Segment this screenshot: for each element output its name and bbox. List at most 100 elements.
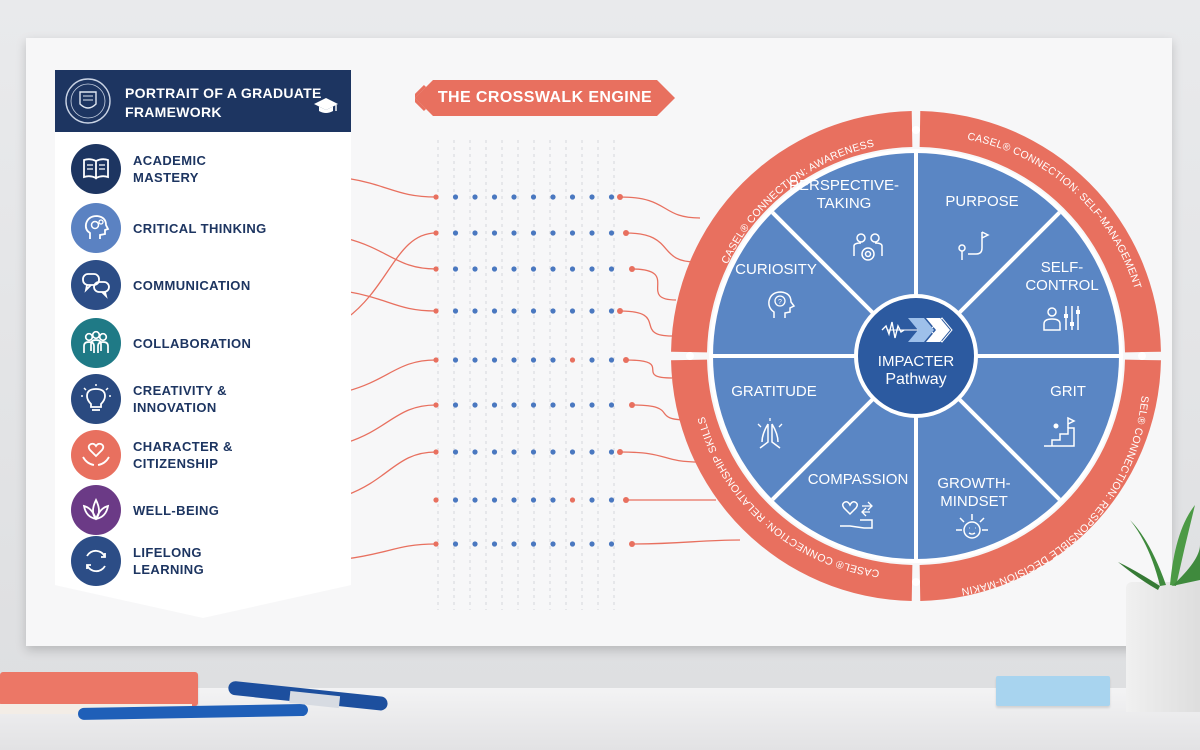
crosswalk-dot	[433, 541, 439, 547]
framework-item-badge	[71, 318, 121, 368]
crosswalk-dot	[511, 357, 517, 363]
crosswalk-dot	[472, 308, 478, 314]
link-curve	[625, 359, 673, 379]
framework-item: CREATIVITY & INNOVATION	[71, 374, 341, 424]
crosswalk-dot	[511, 266, 517, 272]
crosswalk-dot	[491, 308, 498, 314]
framework-header: PORTRAIT OF A GRADUATE FRAMEWORK	[55, 70, 351, 132]
crosswalk-dot	[472, 449, 478, 455]
framework-item-label: CRITICAL THINKING	[133, 220, 267, 236]
crosswalk-dot	[569, 266, 576, 272]
crosswalk-dot	[511, 402, 517, 408]
crosswalk-dot	[550, 541, 556, 547]
framework-item-label: WELL-BEING	[133, 502, 220, 518]
head-arrows-icon	[956, 514, 988, 539]
crosswalk-dot	[550, 402, 556, 408]
crosswalk-dot	[472, 402, 478, 408]
crosswalk-dot	[452, 194, 459, 200]
crosswalk-dot	[491, 194, 498, 200]
crosswalk-dot	[452, 541, 459, 547]
wheel-spoke	[771, 395, 877, 501]
crosswalk-dot	[608, 194, 615, 200]
crosswalk-dot	[608, 308, 615, 314]
people-target-icon	[853, 233, 883, 261]
crosswalk-dot	[530, 266, 537, 272]
book-icon	[83, 158, 109, 180]
link-curve	[625, 232, 697, 263]
crosswalk-dot	[530, 308, 537, 314]
framework-item: CRITICAL THINKING	[71, 203, 341, 253]
crosswalk-dot	[491, 449, 498, 455]
framework-item-label: COLLABORATION	[133, 335, 252, 351]
crosswalk-dot	[491, 266, 498, 272]
crosswalk-dot	[511, 230, 517, 236]
crosswalk-engine-banner: THE CROSSWALK ENGINE	[415, 80, 675, 116]
cycle-arrows-icon	[86, 549, 106, 573]
crosswalk-dot	[589, 449, 595, 455]
head-question-icon: ?	[768, 291, 796, 318]
crosswalk-dot	[589, 266, 595, 272]
segment-label: COMPASSION	[808, 471, 909, 488]
segment-label: GROWTH-MINDSET	[937, 475, 1010, 510]
crosswalk-dot	[589, 230, 595, 236]
framework-item-label: CHARACTER & CITIZENSHIP	[133, 439, 233, 471]
crosswalk-dot	[569, 449, 576, 455]
crosswalk-dot	[608, 497, 615, 503]
ring-joint-chev-left	[686, 352, 694, 360]
crosswalk-dot	[608, 449, 615, 455]
crosswalk-dot	[589, 194, 595, 200]
ring-joint-chev-bottom	[912, 578, 920, 586]
crosswalk-dot	[452, 230, 459, 236]
crosswalk-dot	[569, 230, 576, 236]
framework-item-badge	[71, 260, 121, 310]
crosswalk-dot	[491, 357, 498, 363]
ring-joint-chev-top	[912, 126, 920, 134]
head-gears-icon	[84, 215, 110, 239]
hub-title: IMPACTER	[878, 353, 955, 370]
crosswalk-dot	[472, 194, 478, 200]
crosswalk-dot	[608, 402, 615, 408]
lightbulb-icon	[81, 384, 111, 411]
framework-item-badge	[71, 485, 121, 535]
crosswalk-dot	[472, 266, 478, 272]
crosswalk-dot	[433, 308, 439, 314]
crosswalk-dot	[472, 541, 478, 547]
crosswalk-dot	[569, 357, 576, 363]
crosswalk-dot	[433, 266, 439, 272]
crosswalk-dot	[608, 357, 615, 363]
school-crest-icon	[65, 78, 111, 124]
link-curve	[631, 268, 677, 301]
framework-item-label: COMMUNICATION	[133, 277, 251, 293]
framework-item: ACADEMIC MASTERY	[71, 144, 341, 194]
crosswalk-dot	[433, 230, 439, 236]
segment-label: CURIOSITY	[735, 261, 817, 278]
crosswalk-dot	[550, 357, 556, 363]
link-curve	[631, 404, 689, 421]
ring-self-management	[919, 111, 1161, 353]
segment-label: SELF-CONTROL	[1025, 259, 1098, 294]
framework-item-label: LIFELONG LEARNING	[133, 545, 205, 577]
crosswalk-dot	[589, 308, 595, 314]
crosswalk-dot	[589, 402, 595, 408]
framework-item-badge	[71, 374, 121, 424]
wheel-spoke	[771, 211, 877, 317]
framework-title: PORTRAIT OF A GRADUATE FRAMEWORK	[125, 85, 322, 120]
wheel-spoke	[955, 395, 1061, 501]
crosswalk-dot	[530, 541, 537, 547]
crosswalk-dot	[608, 266, 615, 272]
link-curve	[631, 539, 741, 545]
praying-hands-icon	[757, 418, 783, 449]
framework-item-badge	[71, 430, 121, 480]
crosswalk-dot	[472, 497, 478, 503]
crosswalk-dot	[491, 230, 498, 236]
crosswalk-dot	[452, 402, 459, 408]
framework-item: COMMUNICATION	[71, 260, 341, 310]
framework-banner: PORTRAIT OF A GRADUATE FRAMEWORK ACADEMI…	[55, 70, 351, 618]
crosswalk-dot	[433, 402, 439, 408]
crosswalk-dot	[433, 194, 439, 200]
crosswalk-dot	[569, 497, 576, 503]
engine-title: THE CROSSWALK ENGINE	[437, 89, 653, 106]
crosswalk-dot	[530, 402, 537, 408]
crosswalk-dot	[550, 449, 556, 455]
